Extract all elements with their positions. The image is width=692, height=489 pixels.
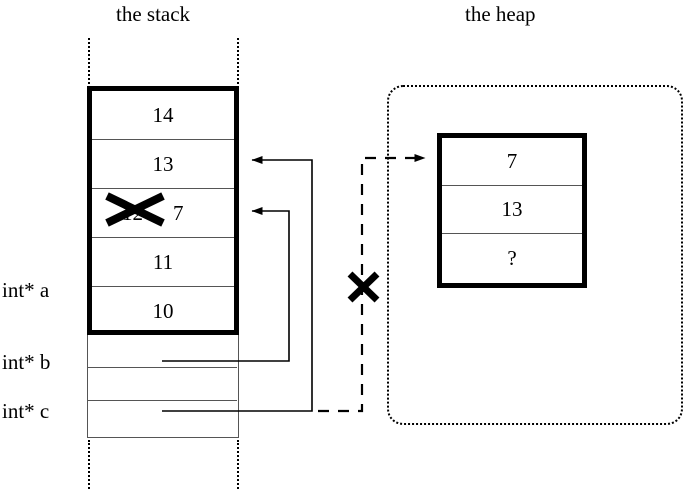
stack-title: the stack <box>116 2 191 26</box>
heap-cell-2: ? <box>442 234 582 282</box>
stack-cell-value: 14 <box>152 102 174 127</box>
heap-cell-value: ? <box>507 245 517 270</box>
heap-block: 7 13 ? <box>437 133 587 288</box>
stack-cell-10: 10 <box>92 287 234 336</box>
heap-title: the heap <box>465 2 536 26</box>
struck-new-value: 7 <box>173 201 184 225</box>
stack-left-dotted-top <box>88 38 90 88</box>
stack-cell-value: 13 <box>152 151 174 176</box>
stack-variable-slots <box>87 335 239 438</box>
stack-right-dotted-top <box>237 38 239 88</box>
stack-left-dotted-bottom <box>88 440 90 489</box>
stack-cell-12: 12 7 <box>92 189 234 238</box>
invalid-pointer-x-mark <box>347 271 380 303</box>
heap-cell-value: 13 <box>501 197 523 221</box>
struck-cell-content: 12 7 <box>100 189 234 238</box>
stack-right-dotted-bottom <box>237 440 239 489</box>
stack-cell-value: 11 <box>152 249 174 274</box>
stack-cell-11: 11 <box>92 238 234 287</box>
stack-cell-13: 13 <box>92 140 234 189</box>
heap-cell-0: 7 <box>442 138 582 186</box>
stack-cell-value: 10 <box>152 299 174 323</box>
stack-slot-extra <box>88 401 237 434</box>
stack-slot-b <box>88 335 237 368</box>
stack-slot-c <box>88 368 237 401</box>
struck-old-value: 12 <box>122 201 143 225</box>
variable-label-b: int* b <box>2 350 51 374</box>
heap-cell-1: 13 <box>442 186 582 234</box>
stack-cell-14: 14 <box>92 91 234 140</box>
variable-label-a: int* a <box>2 278 50 302</box>
variable-label-c: int* c <box>2 399 50 423</box>
stack-frame: 14 13 12 7 11 10 <box>87 86 239 335</box>
heap-cell-value: 7 <box>506 149 518 173</box>
